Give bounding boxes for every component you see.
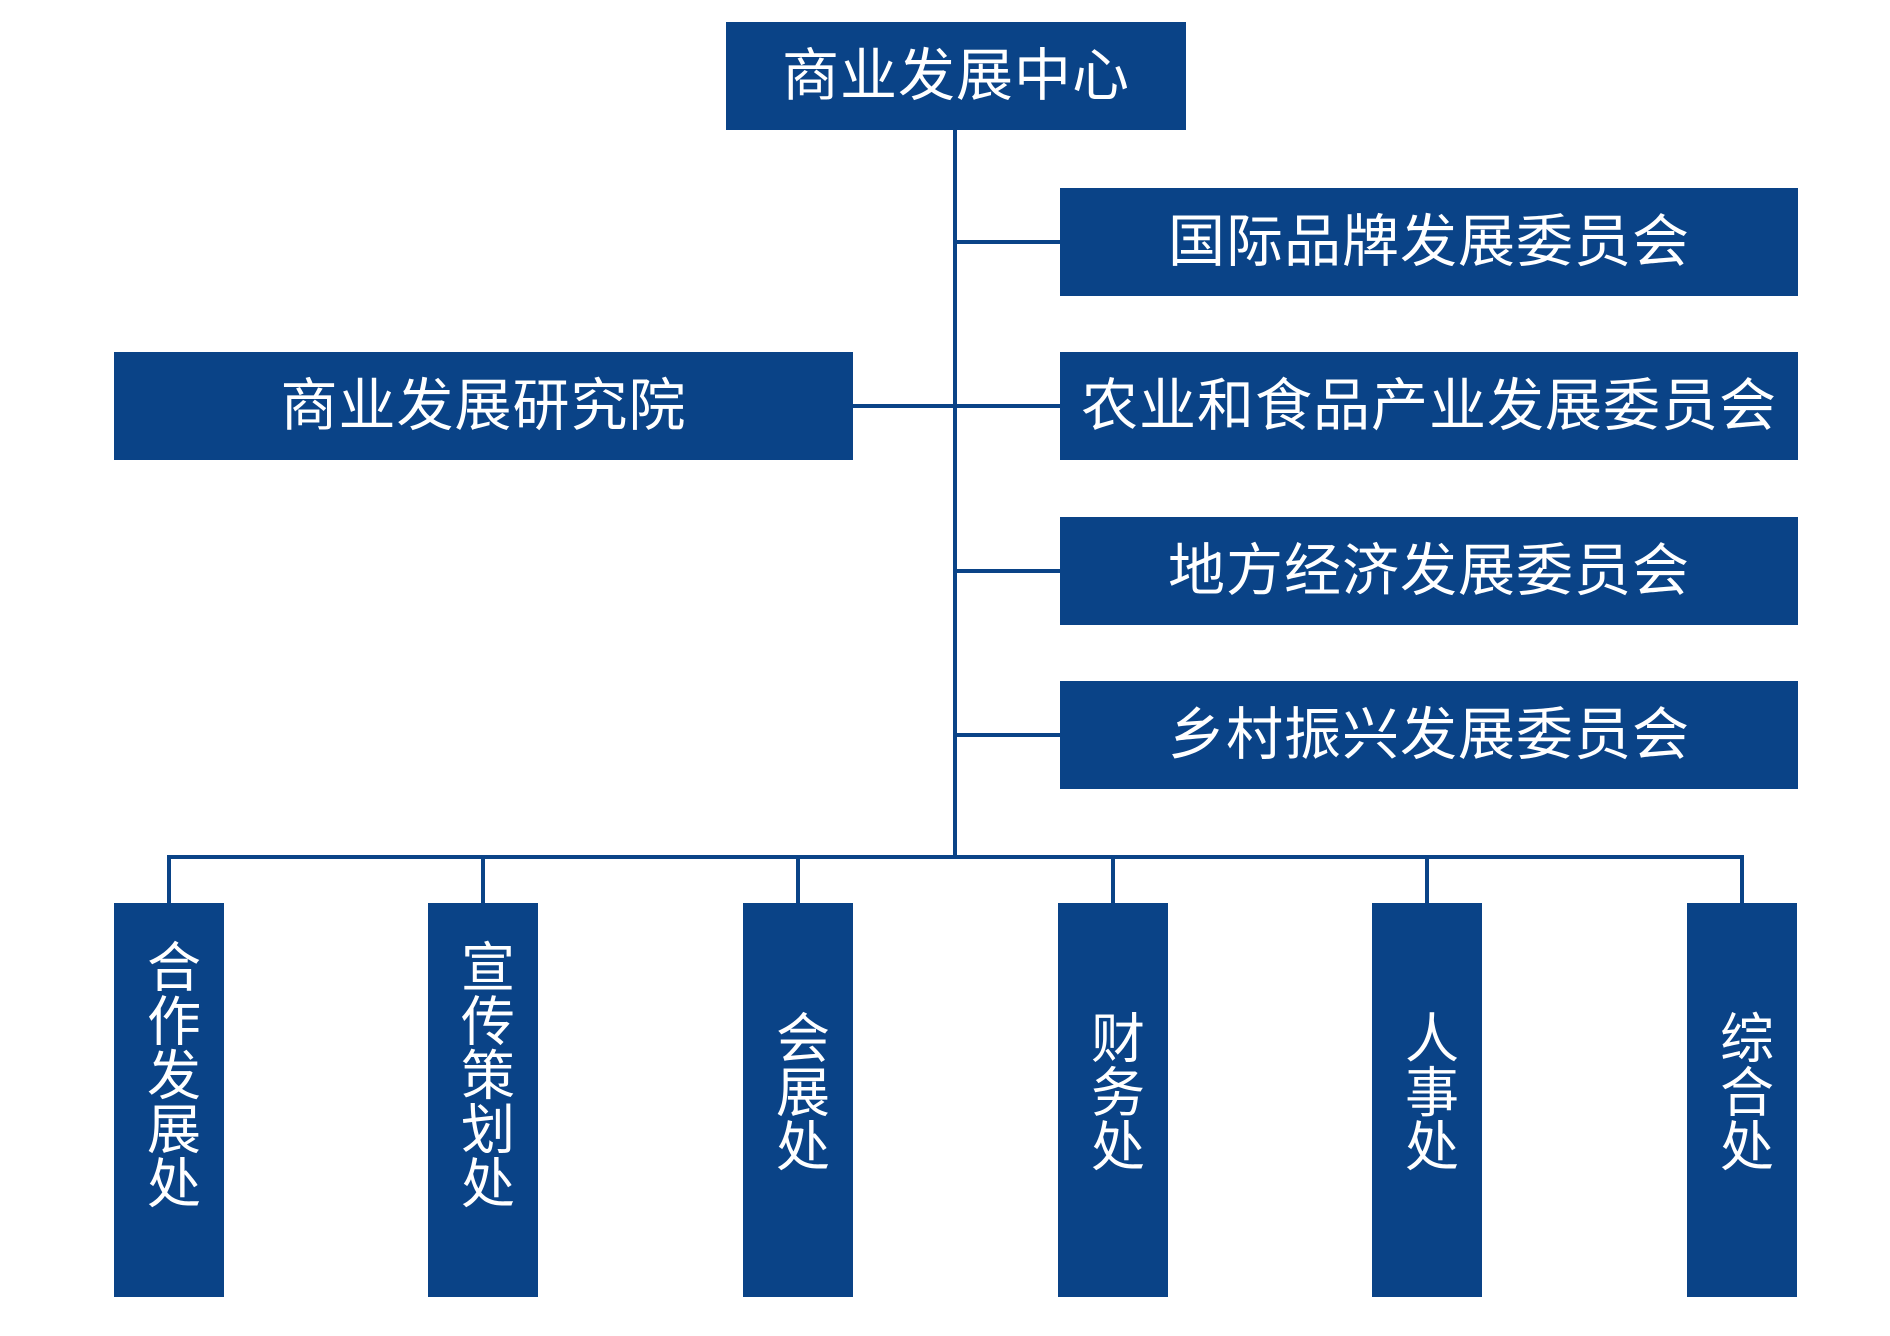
committee-label: 国际品牌发展委员会 xyxy=(1168,208,1690,275)
department-label: 综合处 xyxy=(1710,1010,1774,1172)
root-node: 商业发展中心 xyxy=(726,22,1186,130)
committee-label: 地方经济发展委员会 xyxy=(1168,537,1690,604)
committee-rural-revitalization: 乡村振兴发展委员会 xyxy=(1060,681,1798,789)
department-general-affairs: 综合处 xyxy=(1687,903,1797,1297)
department-personnel: 人事处 xyxy=(1372,903,1482,1297)
committee-label: 农业和食品产业发展委员会 xyxy=(1081,372,1777,439)
committee-international-brand: 国际品牌发展委员会 xyxy=(1060,188,1798,296)
department-label: 会展处 xyxy=(766,1010,830,1172)
research-institute-node: 商业发展研究院 xyxy=(114,352,853,460)
department-label: 财务处 xyxy=(1081,1010,1145,1172)
department-finance: 财务处 xyxy=(1058,903,1168,1297)
committee-label: 乡村振兴发展委员会 xyxy=(1168,701,1690,768)
committee-agriculture-food: 农业和食品产业发展委员会 xyxy=(1060,352,1798,460)
department-exhibition: 会展处 xyxy=(743,903,853,1297)
department-publicity: 宣传策划处 xyxy=(428,903,538,1297)
institute-label: 商业发展研究院 xyxy=(280,372,687,439)
department-cooperation: 合作发展处 xyxy=(114,903,224,1297)
department-label: 合作发展处 xyxy=(137,939,201,1209)
root-node-label: 商业发展中心 xyxy=(782,42,1130,109)
department-label: 人事处 xyxy=(1395,1010,1459,1172)
department-label: 宣传策划处 xyxy=(451,939,515,1209)
committee-regional-economy: 地方经济发展委员会 xyxy=(1060,517,1798,625)
